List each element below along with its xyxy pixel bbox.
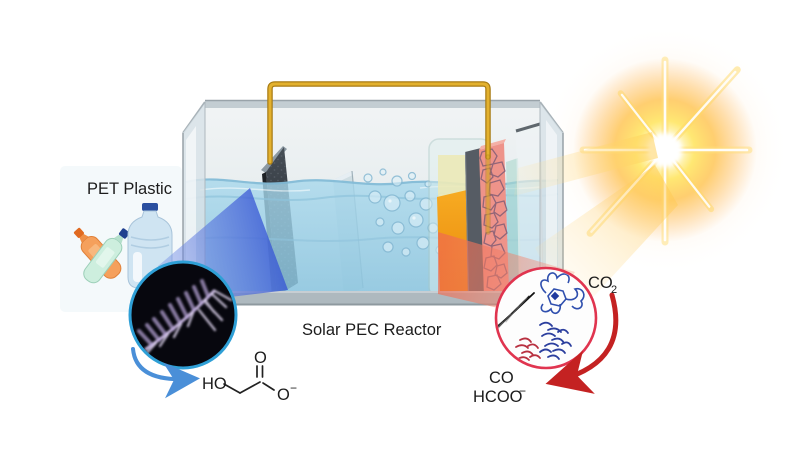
nanowire-icon — [497, 292, 535, 339]
glycolate-ho: HO — [202, 375, 227, 393]
tank-back-rim — [205, 100, 540, 108]
glycolate-o-top: O — [254, 349, 267, 367]
product-hcoo-charge: − — [519, 384, 526, 398]
product-co: CO — [489, 369, 514, 387]
co2-to-products-arrow — [545, 292, 619, 394]
co2-label: CO 2 — [588, 274, 617, 296]
sun-core — [648, 133, 682, 167]
pet-plastic-label: PET Plastic — [87, 180, 172, 198]
co2-subscript: 2 — [611, 284, 617, 296]
pet-to-glycolate-arrow — [131, 347, 200, 399]
teal-bottle-icon — [83, 228, 130, 284]
wire-core — [268, 82, 490, 164]
glycolate-bonds — [223, 365, 275, 394]
glycolate-o-right: O — [277, 386, 290, 404]
cathode-inset — [128, 260, 238, 370]
copper-wire — [267, 81, 491, 235]
reactor-label: Solar PEC Reactor — [302, 321, 442, 339]
svg-text:CO: CO — [588, 274, 613, 292]
products-label: CO HCOO − — [473, 369, 526, 406]
molecular-catalyst-icon — [540, 272, 585, 315]
glycolate-structure: HO O O − — [202, 349, 297, 404]
glycolate-o-charge: − — [290, 381, 297, 395]
dendrite-micrograph-icon — [137, 279, 233, 356]
product-hcoo: HCOO — [473, 388, 523, 406]
